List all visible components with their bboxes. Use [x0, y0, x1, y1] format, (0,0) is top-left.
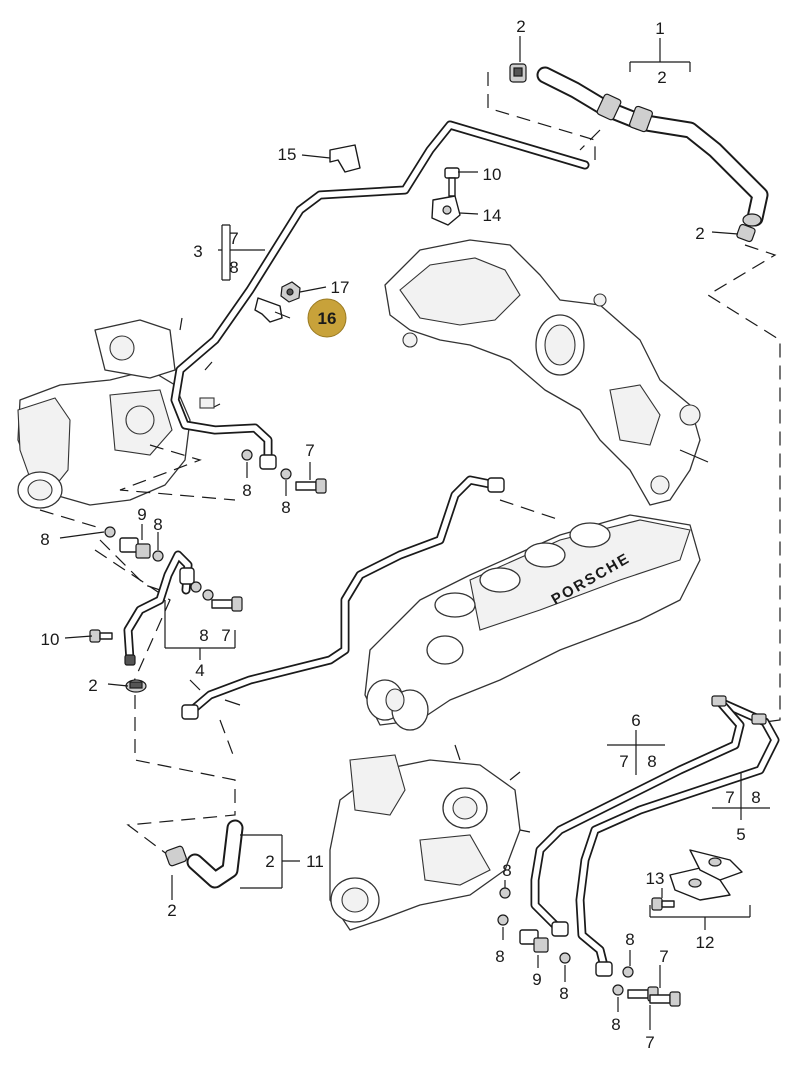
callout-7-group4: 7	[221, 626, 230, 645]
turbocharger-lower	[329, 744, 531, 931]
callout-5: 5	[736, 825, 745, 844]
banjo-bolt-9-lower[interactable]	[519, 929, 549, 953]
coolant-hose-1[interactable]	[536, 66, 769, 227]
nut-17[interactable]	[280, 281, 301, 303]
sealing-washers-8[interactable]	[104, 449, 634, 996]
hose-clamp-right[interactable]	[736, 223, 756, 243]
callout-17: 17	[331, 278, 350, 297]
manifold-upper	[384, 239, 709, 506]
callout-8-group6: 8	[647, 752, 656, 771]
callout-14: 14	[483, 206, 502, 225]
banjo-bolt-9-upper[interactable]	[119, 537, 151, 559]
callout-8-i: 8	[611, 1015, 620, 1034]
callout-4: 4	[195, 661, 204, 680]
callout-8-b: 8	[281, 498, 290, 517]
callout-2-group1: 2	[657, 68, 666, 87]
callout-8-a: 8	[242, 481, 251, 500]
pipe-clamp-16[interactable]	[254, 297, 291, 323]
grouping-brackets	[164, 38, 770, 930]
callout-8-e: 8	[502, 861, 511, 880]
hose-clamp-bottom[interactable]	[165, 845, 187, 867]
turbocharger-upper	[17, 317, 221, 509]
pipe-clip-15[interactable]	[329, 144, 361, 173]
callout-8-group3: 8	[229, 258, 238, 277]
callout-2-right: 2	[695, 224, 704, 243]
bolt-7-a[interactable]	[295, 478, 327, 494]
callout-15: 15	[278, 145, 297, 164]
pipe-bracket-12[interactable]	[669, 849, 743, 901]
bolt-10-upper[interactable]	[444, 167, 460, 197]
callout-2-group11: 2	[265, 852, 274, 871]
callout-7-group3: 7	[229, 229, 238, 248]
callout-8-group5: 8	[751, 788, 760, 807]
callout-16: 16	[318, 309, 337, 328]
callout-9-upper: 9	[137, 505, 146, 524]
callout-8-group4: 8	[199, 626, 208, 645]
callout-8-f: 8	[625, 930, 634, 949]
callout-11: 11	[306, 852, 324, 871]
callout-1: 1	[655, 19, 664, 38]
callout-2-left: 2	[88, 676, 97, 695]
callout-7-c: 7	[659, 947, 668, 966]
callout-labels: 2 1 2 15 10 14 2 7 3 8 17 16 7 8 8 9 8 8…	[40, 17, 760, 1052]
callout-16-highlighted[interactable]: 16	[307, 298, 347, 338]
coolant-pipe-6[interactable]	[530, 695, 767, 937]
callout-7-group5: 7	[725, 788, 734, 807]
coolant-pipe-center[interactable]	[181, 475, 505, 720]
hose-clamp-left[interactable]	[125, 679, 147, 693]
callout-7-a: 7	[305, 441, 314, 460]
bracket-14[interactable]	[431, 195, 461, 226]
callout-7-d: 7	[645, 1033, 654, 1052]
callout-12: 12	[696, 933, 715, 952]
callout-8-c: 8	[153, 515, 162, 534]
callout-13: 13	[646, 869, 665, 888]
callout-6: 6	[631, 711, 640, 730]
callout-10-lower: 10	[41, 630, 60, 649]
dashed-connection-lines	[39, 72, 781, 856]
bolt-13[interactable]	[651, 897, 675, 911]
leader-lines	[59, 36, 739, 1030]
callout-2-bottom: 2	[167, 901, 176, 920]
hose-clamp-top[interactable]	[509, 63, 527, 83]
callout-10-upper: 10	[483, 165, 502, 184]
bolt-10-lower[interactable]	[89, 629, 113, 643]
coolant-pipe-5[interactable]	[575, 697, 780, 977]
callout-3: 3	[193, 242, 202, 261]
callout-8-g: 8	[495, 947, 504, 966]
coolant-pipe-3[interactable]	[170, 120, 590, 470]
coolant-hose-11[interactable]	[186, 819, 244, 889]
callout-7-group6: 7	[619, 752, 628, 771]
callout-2-top: 2	[516, 17, 525, 36]
engine-block: PORSCHE	[364, 514, 701, 731]
callout-9-lower: 9	[532, 970, 541, 989]
bolt-7-b[interactable]	[211, 596, 243, 612]
bolt-7-d[interactable]	[649, 991, 681, 1007]
coolant-pipe-4[interactable]	[123, 550, 195, 666]
callout-8-h: 8	[559, 984, 568, 1003]
callout-8-d: 8	[40, 530, 49, 549]
